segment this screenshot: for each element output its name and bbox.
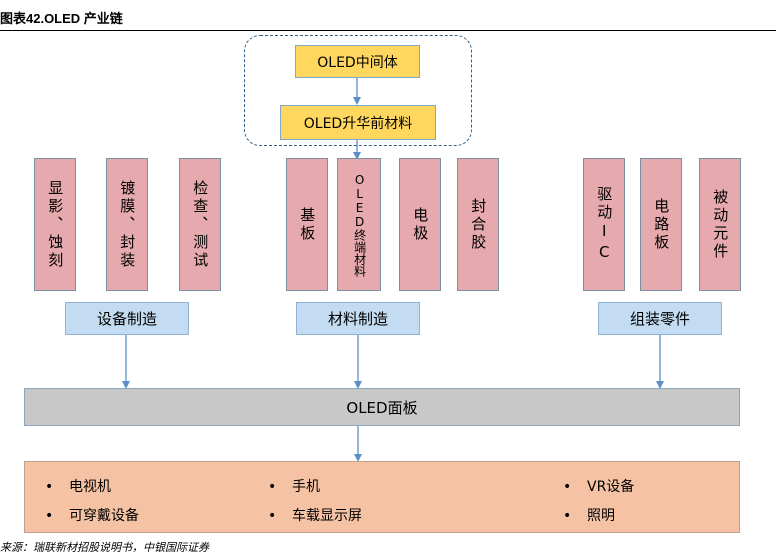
components-item-label: 驱动IC <box>595 185 614 264</box>
equipment-item-label: 检查、测试 <box>191 179 210 270</box>
materials-item-label: OLED终端材料 <box>352 172 367 277</box>
oled-intermediate-box: OLED中间体 <box>295 45 420 78</box>
applications-box: • 电视机 • 手机 • VR设备 • 可穿戴设备 • 车载显示屏 • 照明 <box>24 461 740 533</box>
equipment-item-coating-packaging: 镀膜、封装 <box>106 158 148 291</box>
application-item-vr: • VR设备 <box>563 476 634 496</box>
oled-sublimation-material-box: OLED升华前材料 <box>280 105 436 140</box>
materials-item-label: 基板 <box>298 206 317 243</box>
application-item-wearable: • 可穿戴设备 <box>45 505 139 525</box>
materials-item-electrode: 电极 <box>399 158 441 291</box>
bullet: • <box>45 479 54 495</box>
category-materials: 材料制造 <box>296 302 420 335</box>
oled-panel-box: OLED面板 <box>24 388 740 426</box>
equipment-item-label: 镀膜、封装 <box>118 179 137 270</box>
application-item-tv: • 电视机 <box>45 476 111 496</box>
materials-item-oled-terminal-material: OLED终端材料 <box>337 158 381 291</box>
materials-item-substrate: 基板 <box>286 158 328 291</box>
category-components: 组装零件 <box>598 302 722 335</box>
application-label: 可穿戴设备 <box>69 508 139 524</box>
application-label: 照明 <box>587 508 615 524</box>
components-item-circuit-board: 电路板 <box>640 158 682 291</box>
materials-item-label: 电极 <box>411 206 430 243</box>
bullet: • <box>45 508 54 524</box>
equipment-item-inspection-testing: 检查、测试 <box>179 158 221 291</box>
equipment-item-development-etching: 显影、蚀刻 <box>34 158 76 291</box>
application-label: VR设备 <box>587 479 635 495</box>
materials-item-sealant: 封合胶 <box>457 158 499 291</box>
title-rule <box>0 30 776 31</box>
components-item-driver-ic: 驱动IC <box>583 158 625 291</box>
application-label: 电视机 <box>69 479 111 495</box>
application-label: 车载显示屏 <box>292 508 362 524</box>
materials-item-label: 封合胶 <box>469 197 488 252</box>
figure-title: 图表42.OLED 产业链 <box>0 11 123 26</box>
source-note: 来源：瑞联新材招股说明书，中银国际证券 <box>0 542 209 554</box>
bullet: • <box>563 508 572 524</box>
bullet: • <box>268 479 277 495</box>
bullet: • <box>268 508 277 524</box>
bullet: • <box>563 479 572 495</box>
application-item-car-display: • 车载显示屏 <box>268 505 362 525</box>
category-equipment: 设备制造 <box>65 302 189 335</box>
intermediate-group <box>244 35 472 146</box>
application-item-lighting: • 照明 <box>563 505 615 525</box>
application-item-phone: • 手机 <box>268 476 320 496</box>
components-item-passive-components: 被动元件 <box>699 158 741 291</box>
components-item-label: 电路板 <box>652 197 671 252</box>
components-item-label: 被动元件 <box>711 188 730 261</box>
application-label: 手机 <box>292 479 320 495</box>
equipment-item-label: 显影、蚀刻 <box>46 179 65 270</box>
